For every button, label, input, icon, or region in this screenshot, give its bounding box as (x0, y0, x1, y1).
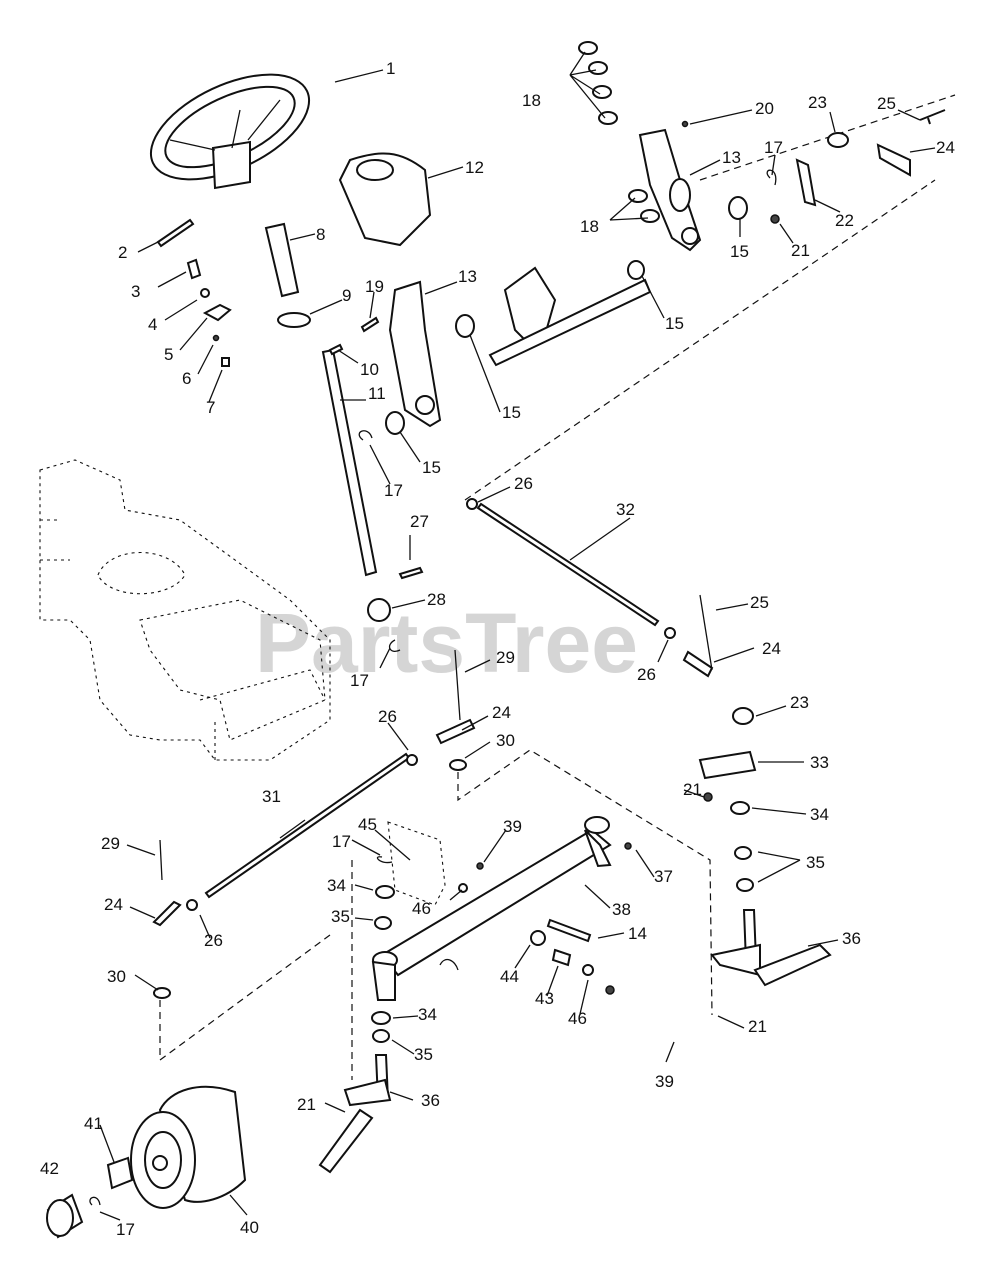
callout-1: 1 (386, 59, 395, 78)
callout-44: 44 (500, 967, 519, 986)
callout-38: 38 (612, 900, 631, 919)
callout-12: 12 (465, 158, 484, 177)
callout-24-c: 24 (492, 703, 511, 722)
assembly-guide-lines (159, 94, 956, 1080)
callout-46-a: 46 (412, 899, 431, 918)
callout-39-a: 39 (503, 817, 522, 836)
callout-13-left: 13 (458, 267, 477, 286)
callout-21-b: 21 (683, 780, 702, 799)
callout-15-b: 15 (422, 458, 441, 477)
callout-26-c: 26 (378, 707, 397, 726)
callout-24-d: 24 (104, 895, 123, 914)
callout-39-b: 39 (655, 1072, 674, 1091)
callout-35-a: 35 (806, 853, 825, 872)
callout-31: 31 (262, 787, 281, 806)
callout-25-b: 25 (750, 593, 769, 612)
callout-27: 27 (410, 512, 429, 531)
callout-labels: 1 2 3 4 5 6 7 8 9 10 11 12 13 13 14 15 1… (40, 59, 955, 1239)
callout-18-a: 18 (522, 91, 541, 110)
hub-cap-42 (46, 1193, 84, 1239)
spacers-34-35 (371, 846, 754, 1043)
callout-36-a: 36 (842, 929, 861, 948)
callout-26-b: 26 (637, 665, 656, 684)
callout-34-c: 34 (418, 1005, 437, 1024)
callout-3: 3 (131, 282, 140, 301)
sector-gear-shaft (488, 266, 652, 367)
hub-41 (106, 1156, 134, 1190)
callout-17-c: 17 (350, 671, 369, 690)
callout-9: 9 (342, 286, 351, 305)
callout-13-right: 13 (722, 148, 741, 167)
callout-24-a: 24 (936, 138, 955, 157)
callout-4: 4 (148, 315, 157, 334)
callout-15-d: 15 (730, 242, 749, 261)
watermark: PartsTree (255, 596, 638, 690)
retaining-ring-17 (89, 430, 393, 1206)
callout-29-b: 29 (101, 834, 120, 853)
callout-21-a: 21 (791, 241, 810, 260)
callout-15-a: 15 (502, 403, 521, 422)
callout-15-c: 15 (665, 314, 684, 333)
callout-21-d: 21 (297, 1095, 316, 1114)
wheel-40 (130, 1085, 247, 1209)
callout-29-a: 29 (496, 648, 515, 667)
callout-18-b: 18 (580, 217, 599, 236)
steering-bracket-right (638, 128, 702, 252)
tractor-frame (39, 459, 331, 761)
steering-column-cover (338, 152, 432, 247)
callout-42: 42 (40, 1159, 59, 1178)
steering-arm-33 (698, 707, 757, 815)
washers-18 (578, 41, 660, 223)
callout-35-b: 35 (331, 907, 350, 926)
callout-10: 10 (360, 360, 379, 379)
callout-14: 14 (628, 924, 647, 943)
callout-21-c: 21 (748, 1017, 767, 1036)
leader-lines (99, 51, 936, 1221)
callout-23-a: 23 (808, 93, 827, 112)
callout-19: 19 (365, 277, 384, 296)
callout-25-a: 25 (877, 94, 896, 113)
callout-43: 43 (535, 989, 554, 1008)
callout-17-b: 17 (764, 138, 783, 157)
bushings-15 (385, 196, 748, 435)
callout-8: 8 (316, 225, 325, 244)
callout-23-b: 23 (790, 693, 809, 712)
callout-7: 7 (206, 398, 215, 417)
callout-22: 22 (835, 211, 854, 230)
rod-ends-and-nuts (152, 498, 714, 999)
callout-33: 33 (810, 753, 829, 772)
callout-40: 40 (240, 1218, 259, 1237)
callout-41: 41 (84, 1114, 103, 1133)
callout-37: 37 (654, 867, 673, 886)
callout-36-b: 36 (421, 1091, 440, 1110)
callout-35-c: 35 (414, 1045, 433, 1064)
callout-24-b: 24 (762, 639, 781, 658)
callout-30-b: 30 (107, 967, 126, 986)
callout-26-d: 26 (204, 931, 223, 950)
callout-30-a: 30 (496, 731, 515, 750)
callout-5: 5 (164, 345, 173, 364)
callout-17-e: 17 (116, 1220, 135, 1239)
callout-17-d: 17 (332, 832, 351, 851)
front-axle (371, 816, 612, 1001)
small-hardware (156, 109, 946, 580)
callout-11: 11 (368, 384, 386, 403)
spindles-36 (318, 909, 832, 1174)
callout-34-a: 34 (810, 805, 829, 824)
steering-shaft-upper (264, 222, 300, 298)
callout-20: 20 (755, 99, 774, 118)
axle-bracket-45 (387, 821, 446, 906)
callout-6: 6 (182, 369, 191, 388)
callout-34-b: 34 (327, 876, 346, 895)
steering-wheel (149, 73, 311, 190)
steering-bracket-left (388, 280, 442, 428)
callout-45: 45 (358, 815, 377, 834)
callout-17-a: 17 (384, 481, 403, 500)
callout-32: 32 (616, 500, 635, 519)
callout-26-a: 26 (514, 474, 533, 493)
callout-28: 28 (427, 590, 446, 609)
callout-2: 2 (118, 243, 127, 262)
callout-46-b: 46 (568, 1009, 587, 1028)
